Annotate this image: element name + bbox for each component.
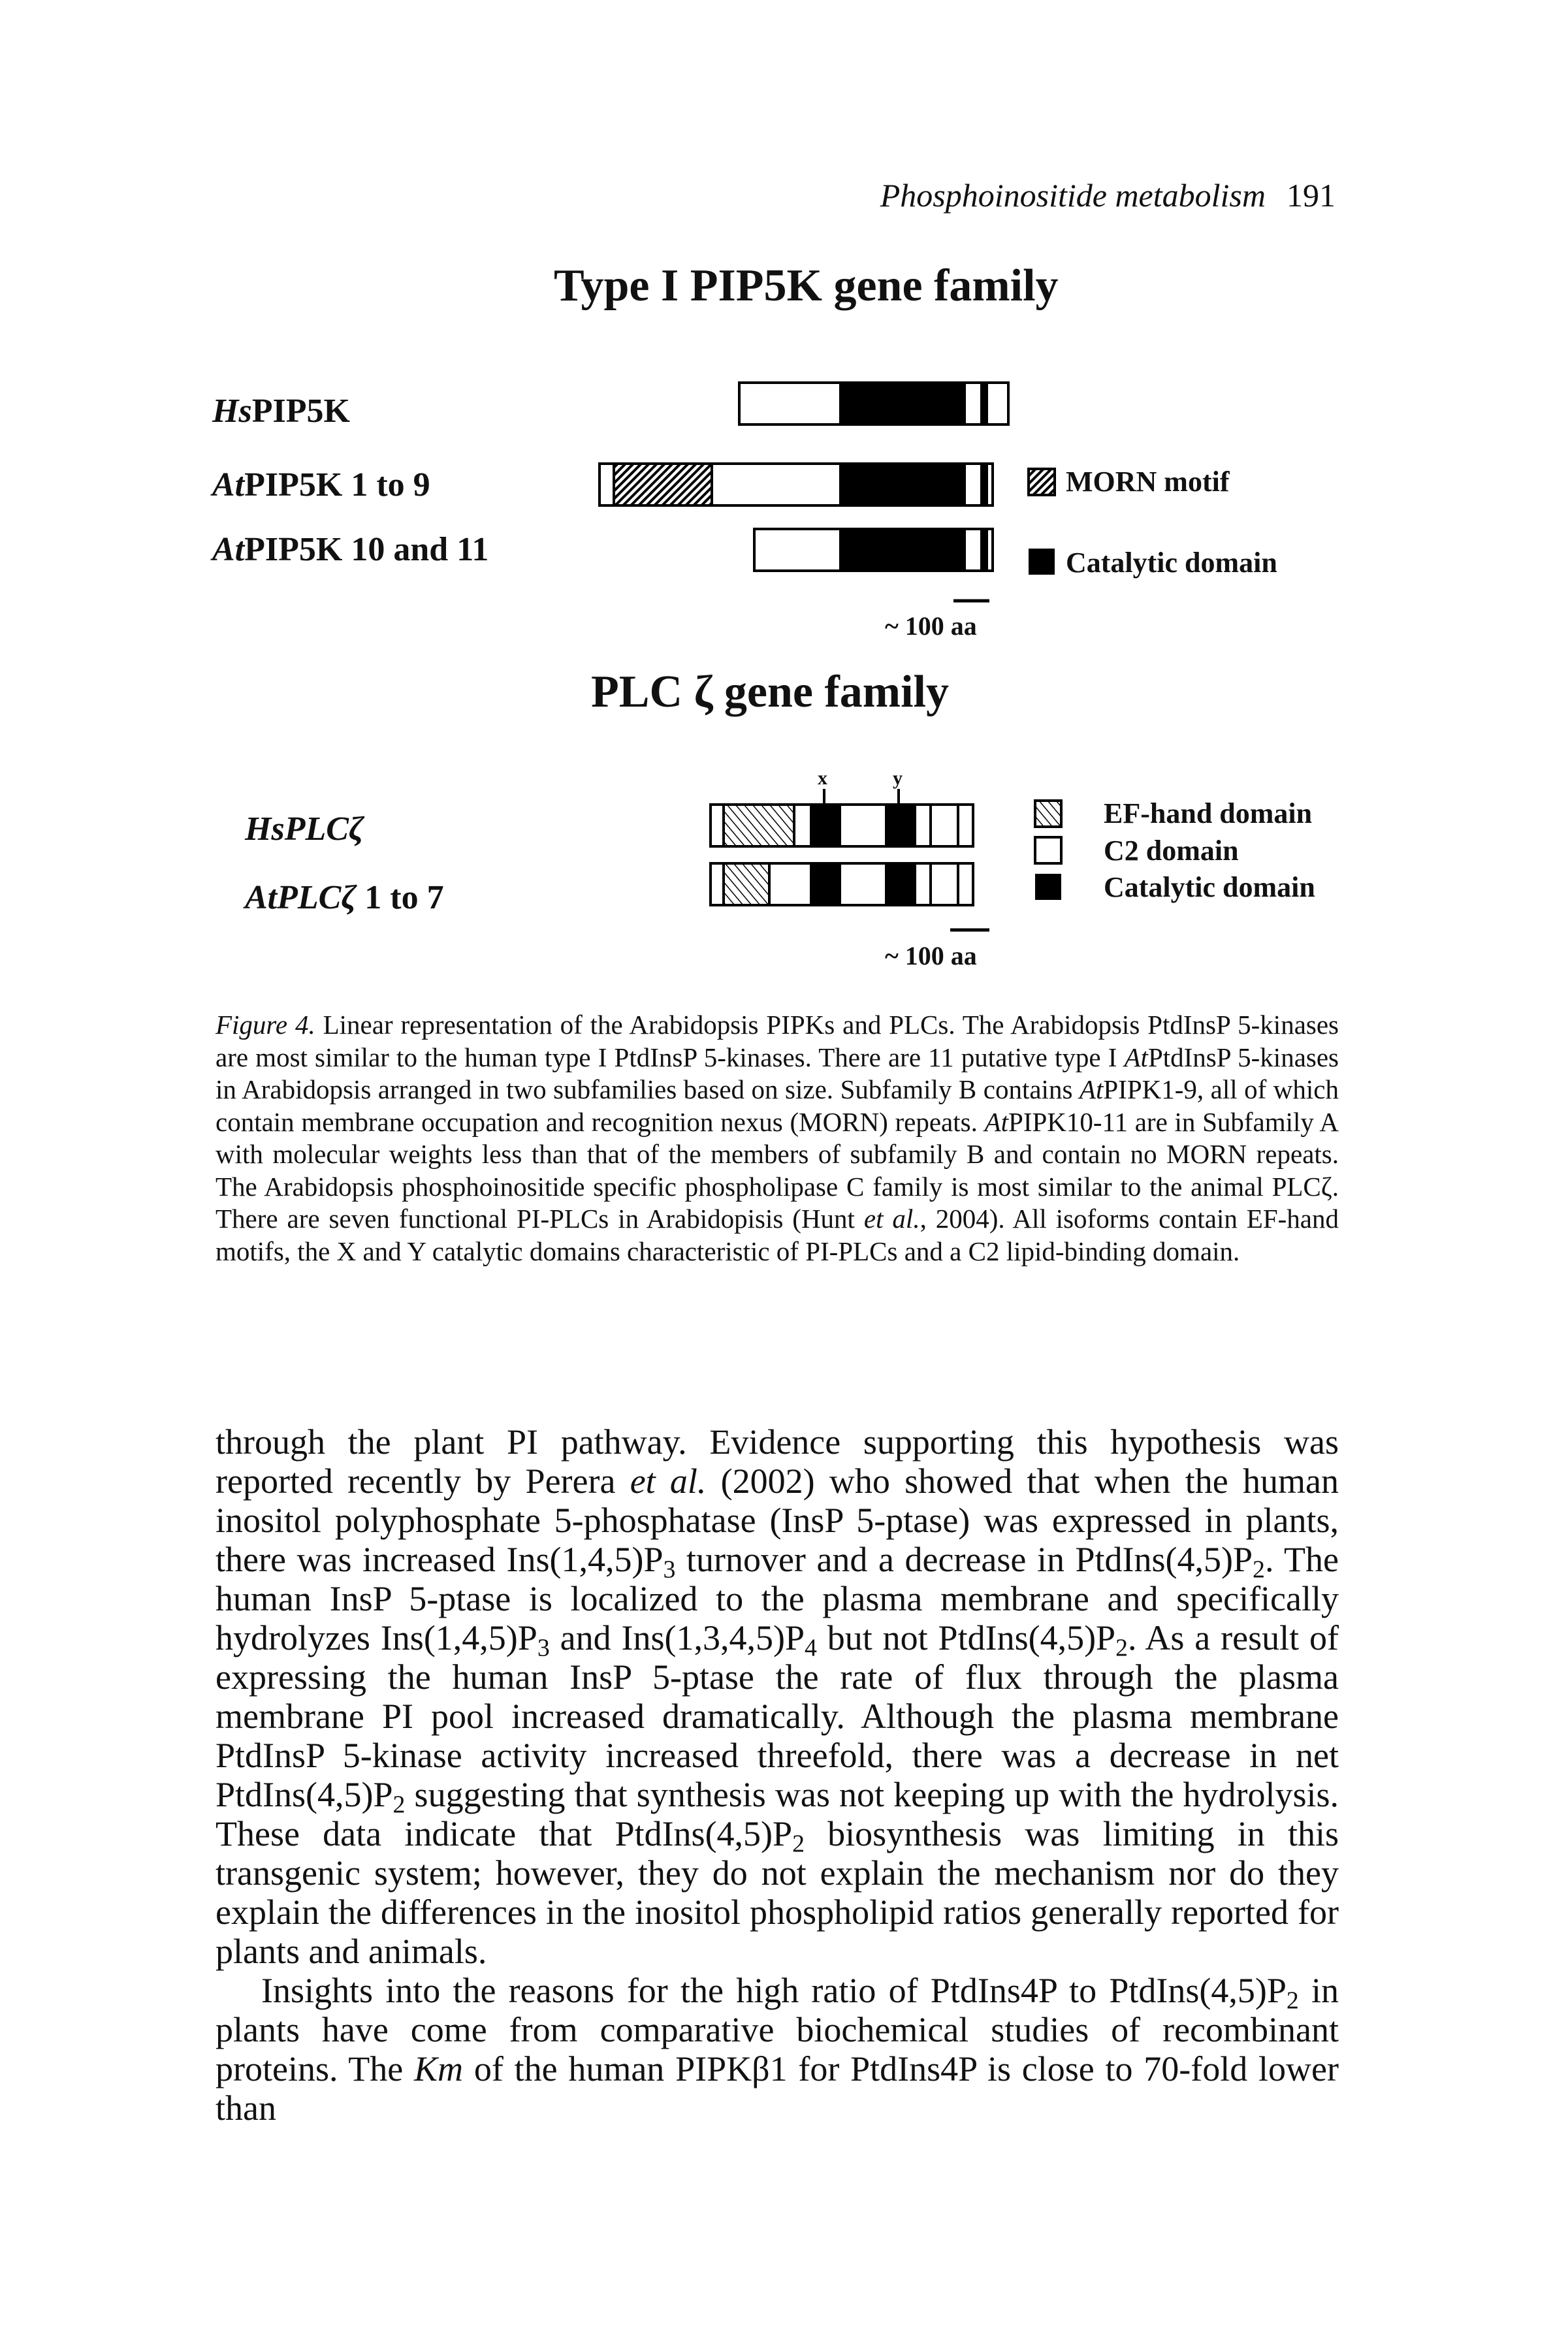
c2-legend-swatch [1034, 836, 1063, 865]
plc-catalytic-legend-swatch [1035, 874, 1061, 900]
morn-legend-swatch [1027, 468, 1056, 496]
paragraph: through the plant PI pathway. Evidence s… [216, 1422, 1339, 1971]
figure-label: Figure 4. [216, 1010, 315, 1040]
plc-scale-label: ~ 100 aa [885, 941, 977, 970]
legend-plc-catalytic-domain: Catalytic domain [1104, 871, 1315, 903]
at-plc-zeta-bar [709, 862, 974, 906]
figure-caption: Figure 4. Linear representation of the A… [216, 1010, 1339, 1266]
plc-figure-title: PLC ζ gene family [591, 667, 950, 717]
pip5k-scale-label: ~ 100 aa [885, 611, 977, 641]
figure-4-diagram [598, 381, 1063, 932]
x-domain-mark: x [818, 767, 827, 789]
pip5k-catalytic-legend-swatch [1029, 549, 1055, 575]
paragraph: Insights into the reasons for the high r… [216, 1971, 1339, 2128]
hs-plc-zeta-bar [709, 803, 974, 848]
row-label-at-plc-zeta: AtPLCζ 1 to 7 [245, 879, 444, 916]
running-title: Phosphoinositide metabolism [880, 177, 1266, 214]
running-header: Phosphoinositide metabolism 191 [800, 176, 1336, 214]
body-text: through the plant PI pathway. Evidence s… [216, 1422, 1339, 2128]
row-label-hs-pip5k: HsPIP5K [212, 392, 350, 430]
ef-hand-legend-swatch [1034, 799, 1063, 828]
legend-c2-domain: C2 domain [1104, 835, 1239, 867]
legend-ef-hand-domain: EF-hand domain [1104, 797, 1313, 829]
row-label-at-pip5k-10-11: AtPIP5K 10 and 11 [212, 531, 489, 568]
page-number: 191 [1287, 177, 1336, 214]
at-pip5k-10-11-bar [753, 528, 994, 572]
row-label-hs-plc-zeta: HsPLCζ [245, 810, 364, 848]
row-label-at-pip5k-1-9: AtPIP5K 1 to 9 [212, 466, 430, 504]
legend-pip5k-catalytic-domain: Catalytic domain [1066, 547, 1277, 579]
y-domain-mark: y [893, 767, 903, 789]
at-pip5k-1-9-bar [598, 462, 994, 507]
hs-pip5k-bar [738, 381, 1010, 426]
pip5k-figure-title: Type I PIP5K gene family [554, 261, 1059, 311]
legend-morn-motif: MORN motif [1066, 466, 1230, 498]
